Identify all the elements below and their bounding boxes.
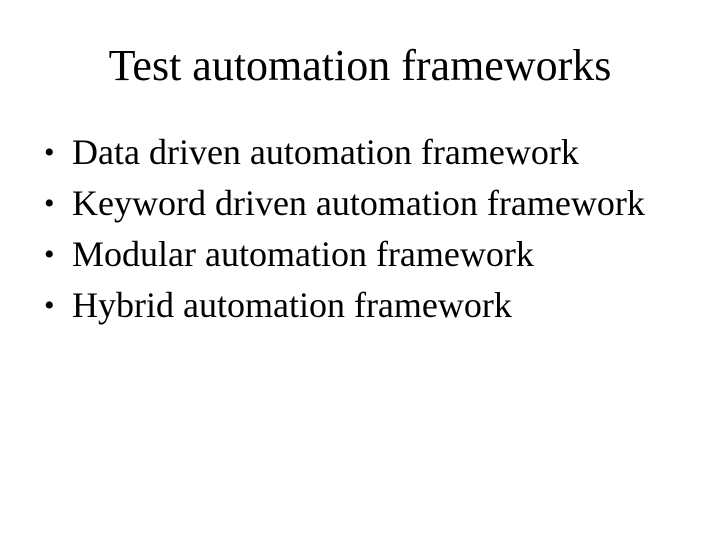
bullet-text: Modular automation framework	[72, 234, 534, 274]
bullet-list: • Data driven automation framework • Key…	[0, 127, 720, 331]
bullet-item: • Data driven automation framework	[0, 127, 720, 178]
bullet-text: Hybrid automation framework	[72, 285, 512, 325]
bullet-item: • Keyword driven automation framework	[0, 178, 720, 229]
bullet-dot-icon: •	[44, 187, 55, 220]
bullet-dot-icon: •	[44, 289, 55, 322]
slide-title: Test automation frameworks	[108, 41, 612, 90]
bullet-item: • Hybrid automation framework	[0, 280, 720, 331]
bullet-dot-icon: •	[44, 238, 55, 271]
bullet-text: Data driven automation framework	[72, 132, 579, 172]
bullet-text: Keyword driven automation framework	[72, 183, 645, 223]
bullet-item: • Modular automation framework	[0, 229, 720, 280]
bullet-dot-icon: •	[44, 136, 55, 169]
